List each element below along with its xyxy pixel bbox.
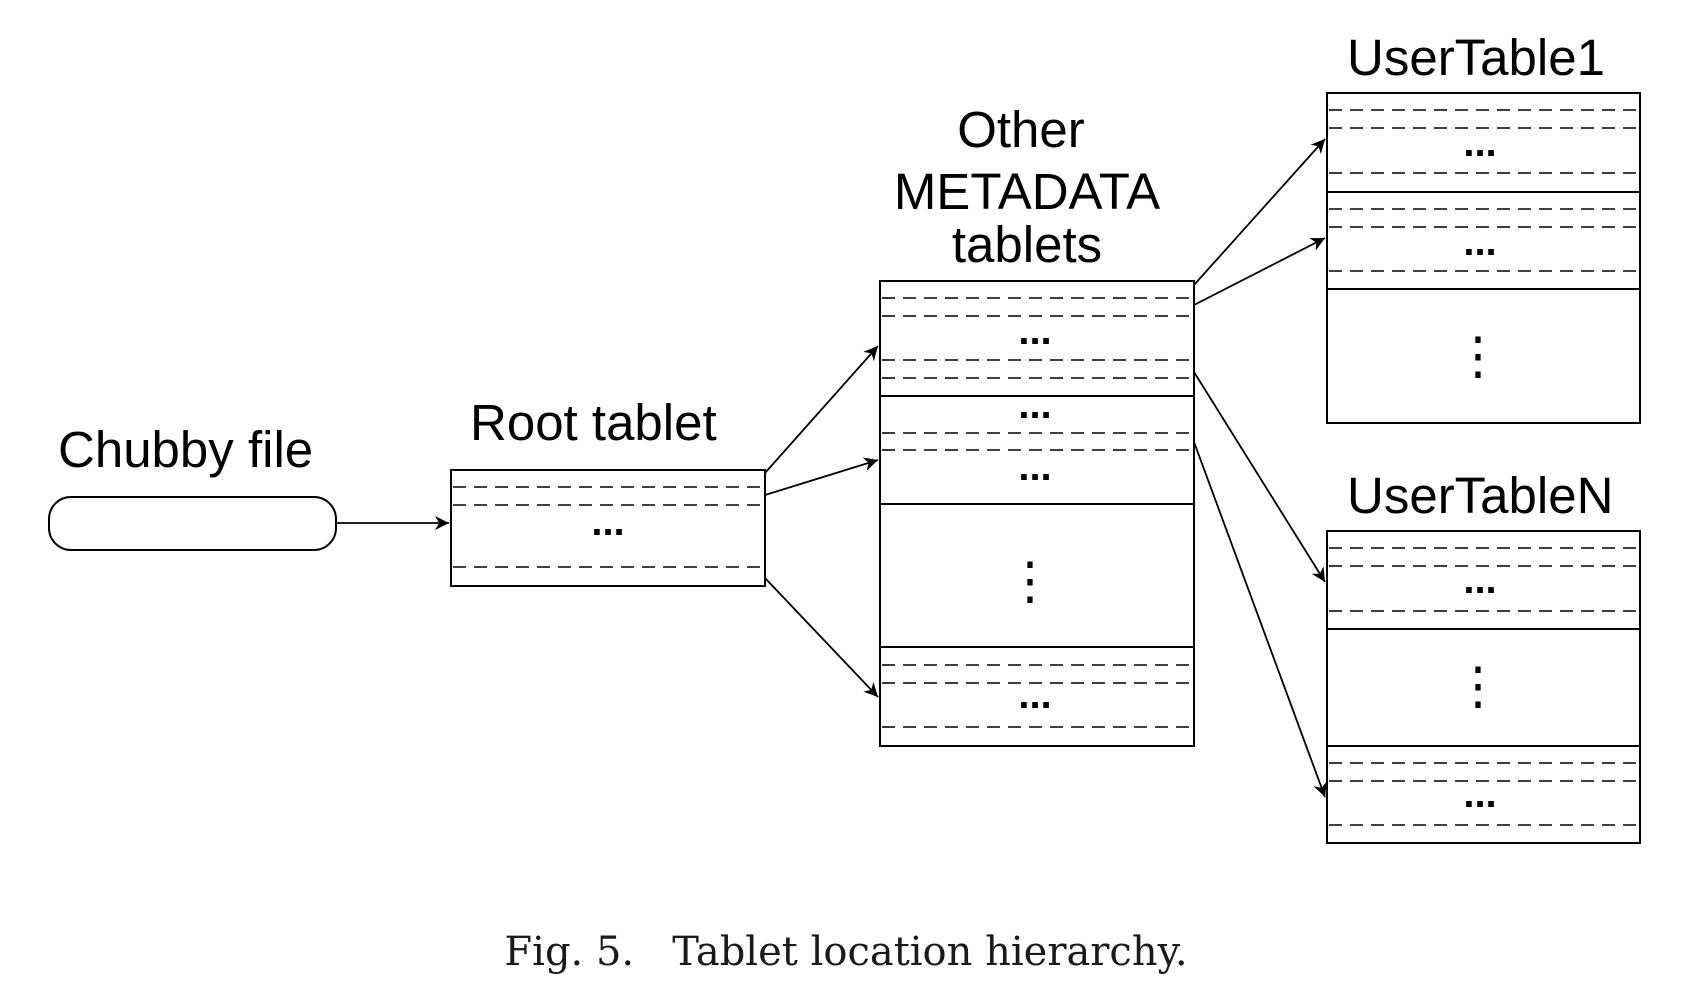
user-table-n: ... ... ⋮ [1326, 530, 1641, 844]
user-table-1: ... ... ⋮ [1326, 92, 1641, 424]
ellipsis: ... [1018, 383, 1051, 427]
ellipsis: ... [591, 500, 624, 544]
metadata-label-line1: Other [957, 101, 1085, 158]
chubby-file-node [48, 496, 337, 551]
ellipsis: ... [1463, 220, 1496, 264]
ellipsis: ... [1463, 558, 1496, 602]
figure-caption: Fig. 5. Tablet location hierarchy. [504, 929, 1187, 975]
arrow-root-to-meta-1 [764, 345, 879, 474]
vertical-ellipsis: ⋮ [1453, 657, 1504, 714]
arrow-root-to-meta-2 [764, 457, 879, 496]
arrows [336, 138, 1327, 798]
ellipsis: ... [1463, 121, 1496, 165]
arrow-meta-to-user1-b [1193, 237, 1326, 306]
ellipsis: ... [1018, 309, 1051, 353]
ellipsis: ... [1463, 772, 1496, 816]
vertical-ellipsis: ⋮ [1453, 327, 1504, 384]
ellipsis: ... [1018, 445, 1051, 489]
root-tablet: ... [450, 469, 766, 587]
arrow-meta-to-user1-a [1193, 138, 1326, 286]
metadata-tablets: ... ... ... ... ⋮ [879, 280, 1195, 747]
root-tablet-label: Root tablet [470, 394, 717, 451]
chubby-file-label: Chubby file [58, 421, 313, 478]
arrow-meta-to-usern-b [1193, 441, 1327, 798]
metadata-label-line3: tablets [952, 216, 1102, 273]
user-table-n-label: UserTableN [1347, 467, 1613, 524]
ellipsis: ... [1018, 673, 1051, 717]
user-table-1-label: UserTable1 [1347, 29, 1605, 86]
arrow-root-to-meta-3 [764, 577, 879, 698]
metadata-label-line2: METADATA [894, 163, 1160, 220]
vertical-ellipsis: ⋮ [1005, 552, 1056, 609]
arrow-meta-to-usern-a [1193, 371, 1326, 583]
